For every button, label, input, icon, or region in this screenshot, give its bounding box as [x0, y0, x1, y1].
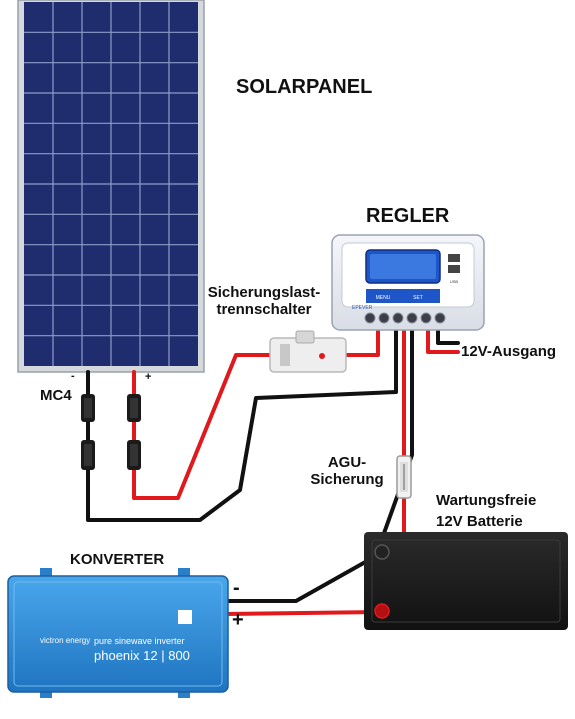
controller-menu-label: MENU [376, 295, 391, 301]
battery-label-line2: 12V Batterie [436, 513, 523, 530]
controller-terminals [364, 312, 446, 324]
panel-cell-grid [24, 2, 198, 366]
output-positive-wire [426, 328, 460, 354]
usb-port-icon [448, 254, 460, 262]
inverter-brand: victron energy [40, 636, 90, 645]
panel-negative-wire [86, 328, 398, 522]
fuse-label: AGU- Sicherung [304, 454, 390, 488]
fuse-icon [396, 455, 412, 499]
controller-terminal [434, 312, 446, 324]
breaker-to-controller-wire [342, 328, 380, 357]
controller-terminal [378, 312, 390, 324]
fuse-label-line1: AGU- [327, 454, 367, 471]
controller-terminal [364, 312, 376, 324]
inverter-model-line1: pure sinewave inverter [94, 636, 185, 646]
charge-controller [331, 234, 485, 331]
controller-set-label: SET [413, 295, 423, 301]
inverter [7, 568, 229, 698]
inverter-positive-wire [224, 610, 382, 616]
battery [364, 532, 568, 630]
fuse-label-line2: Sicherung [310, 471, 384, 488]
solar-panel [17, 0, 205, 373]
controller-terminal [392, 312, 404, 324]
breaker-icon [269, 330, 347, 373]
qr-code-icon [178, 610, 192, 624]
battery-terminal-positive-icon [374, 603, 390, 619]
battery-terminal-negative-icon [374, 544, 390, 560]
controller-terminal [406, 312, 418, 324]
battery-negative-wire [376, 328, 414, 552]
inverter-minus-label: - [233, 577, 240, 599]
solar-panel-label: SOLARPANEL [236, 76, 373, 98]
inverter-negative-wire [224, 554, 378, 603]
panel-positive-wire [132, 353, 278, 500]
controller-brand: EPEVER [352, 305, 373, 311]
breaker-label-line1: Sicherungslast- [207, 284, 321, 301]
panel-minus-label: - [71, 370, 75, 382]
mc4-connector-negative [81, 394, 95, 470]
inverter-model-line2: phoenix 12 | 800 [94, 648, 190, 663]
output-label: 12V-Ausgang [461, 343, 557, 360]
controller-terminal [420, 312, 432, 324]
battery-label-line1: Wartungsfreie [436, 492, 537, 509]
controller-usb-label: USB [450, 279, 459, 284]
converter-label: KONVERTER [70, 551, 165, 568]
mc4-label: MC4 [40, 387, 72, 404]
battery-label: Wartungsfreie 12V Batterie [436, 490, 536, 532]
breaker-label-line2: trennschalter [216, 301, 312, 318]
breaker-label: Sicherungslast- trennschalter [202, 284, 326, 318]
mc4-connector-positive [127, 394, 141, 470]
panel-plus-label: + [145, 371, 152, 383]
output-negative-wire [436, 328, 460, 345]
inverter-plus-label: + [232, 609, 244, 631]
controller-label: REGLER [366, 205, 450, 227]
